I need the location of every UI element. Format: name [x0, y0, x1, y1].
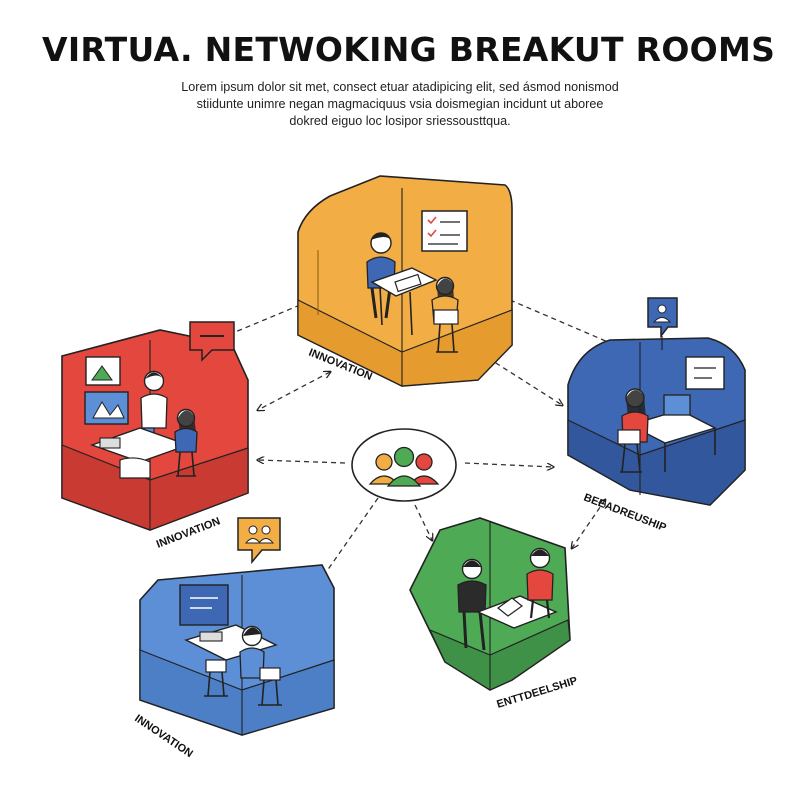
connector-right-bottom-right — [572, 500, 605, 548]
presentation-screen-icon — [421, 210, 468, 252]
photo-frame-left — [85, 356, 121, 386]
page-subtitle: Lorem ipsum dolor sit met, consect etuar… — [120, 79, 680, 130]
subtitle-line: Lorem ipsum dolor sit met, consect etuar… — [181, 80, 619, 94]
person-right — [617, 388, 649, 473]
room-bottom-right: ENTTDEELSHIP — [409, 517, 579, 711]
room-top-floor — [297, 299, 513, 387]
room-right-floor — [567, 419, 746, 506]
room-left: INNOVATION — [61, 321, 249, 551]
chat-bubble-icon — [189, 321, 235, 362]
desk-right — [628, 394, 717, 472]
room-right-label: BEEADREUSHIP — [582, 492, 668, 535]
person-bottom-left — [239, 625, 265, 679]
person-bottom-right-red — [526, 547, 554, 619]
room-bottom-left: INNOVATION — [132, 517, 335, 761]
central-hub — [351, 428, 457, 502]
person-left-seated — [174, 408, 198, 477]
room-bottom-right-floor — [428, 619, 571, 691]
screen-bottom-left — [179, 584, 229, 626]
person-bottom-right-suit — [457, 558, 487, 651]
person-top-left — [366, 232, 396, 319]
connector-top-right — [509, 299, 616, 346]
room-right: BEEADREUSHIP — [567, 297, 746, 535]
subtitle-line: dokred eiguo loc losipor sriessousttqua. — [289, 114, 511, 128]
chair-bottom-left-1 — [204, 659, 228, 697]
room-top: INNOVATION — [297, 175, 513, 387]
room-bottom-left-label: INNOVATION — [132, 713, 195, 761]
connector-top-left — [227, 304, 301, 336]
people-chat-bubble-icon — [237, 517, 281, 565]
person-top-right — [431, 276, 459, 353]
user-chat-bubble-icon — [647, 297, 678, 350]
subtitle-line: stiidunte unimre negan magmaciquus vsia … — [196, 97, 604, 111]
people-group-icon — [368, 446, 440, 487]
desk-left — [89, 427, 191, 479]
connector-hub-left — [258, 460, 346, 463]
desk-top — [370, 267, 438, 336]
screen-left — [84, 391, 129, 425]
whiteboard-right — [685, 356, 725, 390]
page-title: VIRTUA. NETWOKING BREAKUT ROOMS — [42, 30, 776, 69]
connector-top-to-left-room — [258, 372, 330, 410]
connector-hub-bottom-right — [414, 504, 432, 540]
desk-bottom-right — [476, 595, 558, 629]
chair-bottom-left-2 — [258, 667, 282, 706]
connector-hub-right — [464, 462, 553, 467]
connector-top-to-right-room — [488, 358, 562, 405]
